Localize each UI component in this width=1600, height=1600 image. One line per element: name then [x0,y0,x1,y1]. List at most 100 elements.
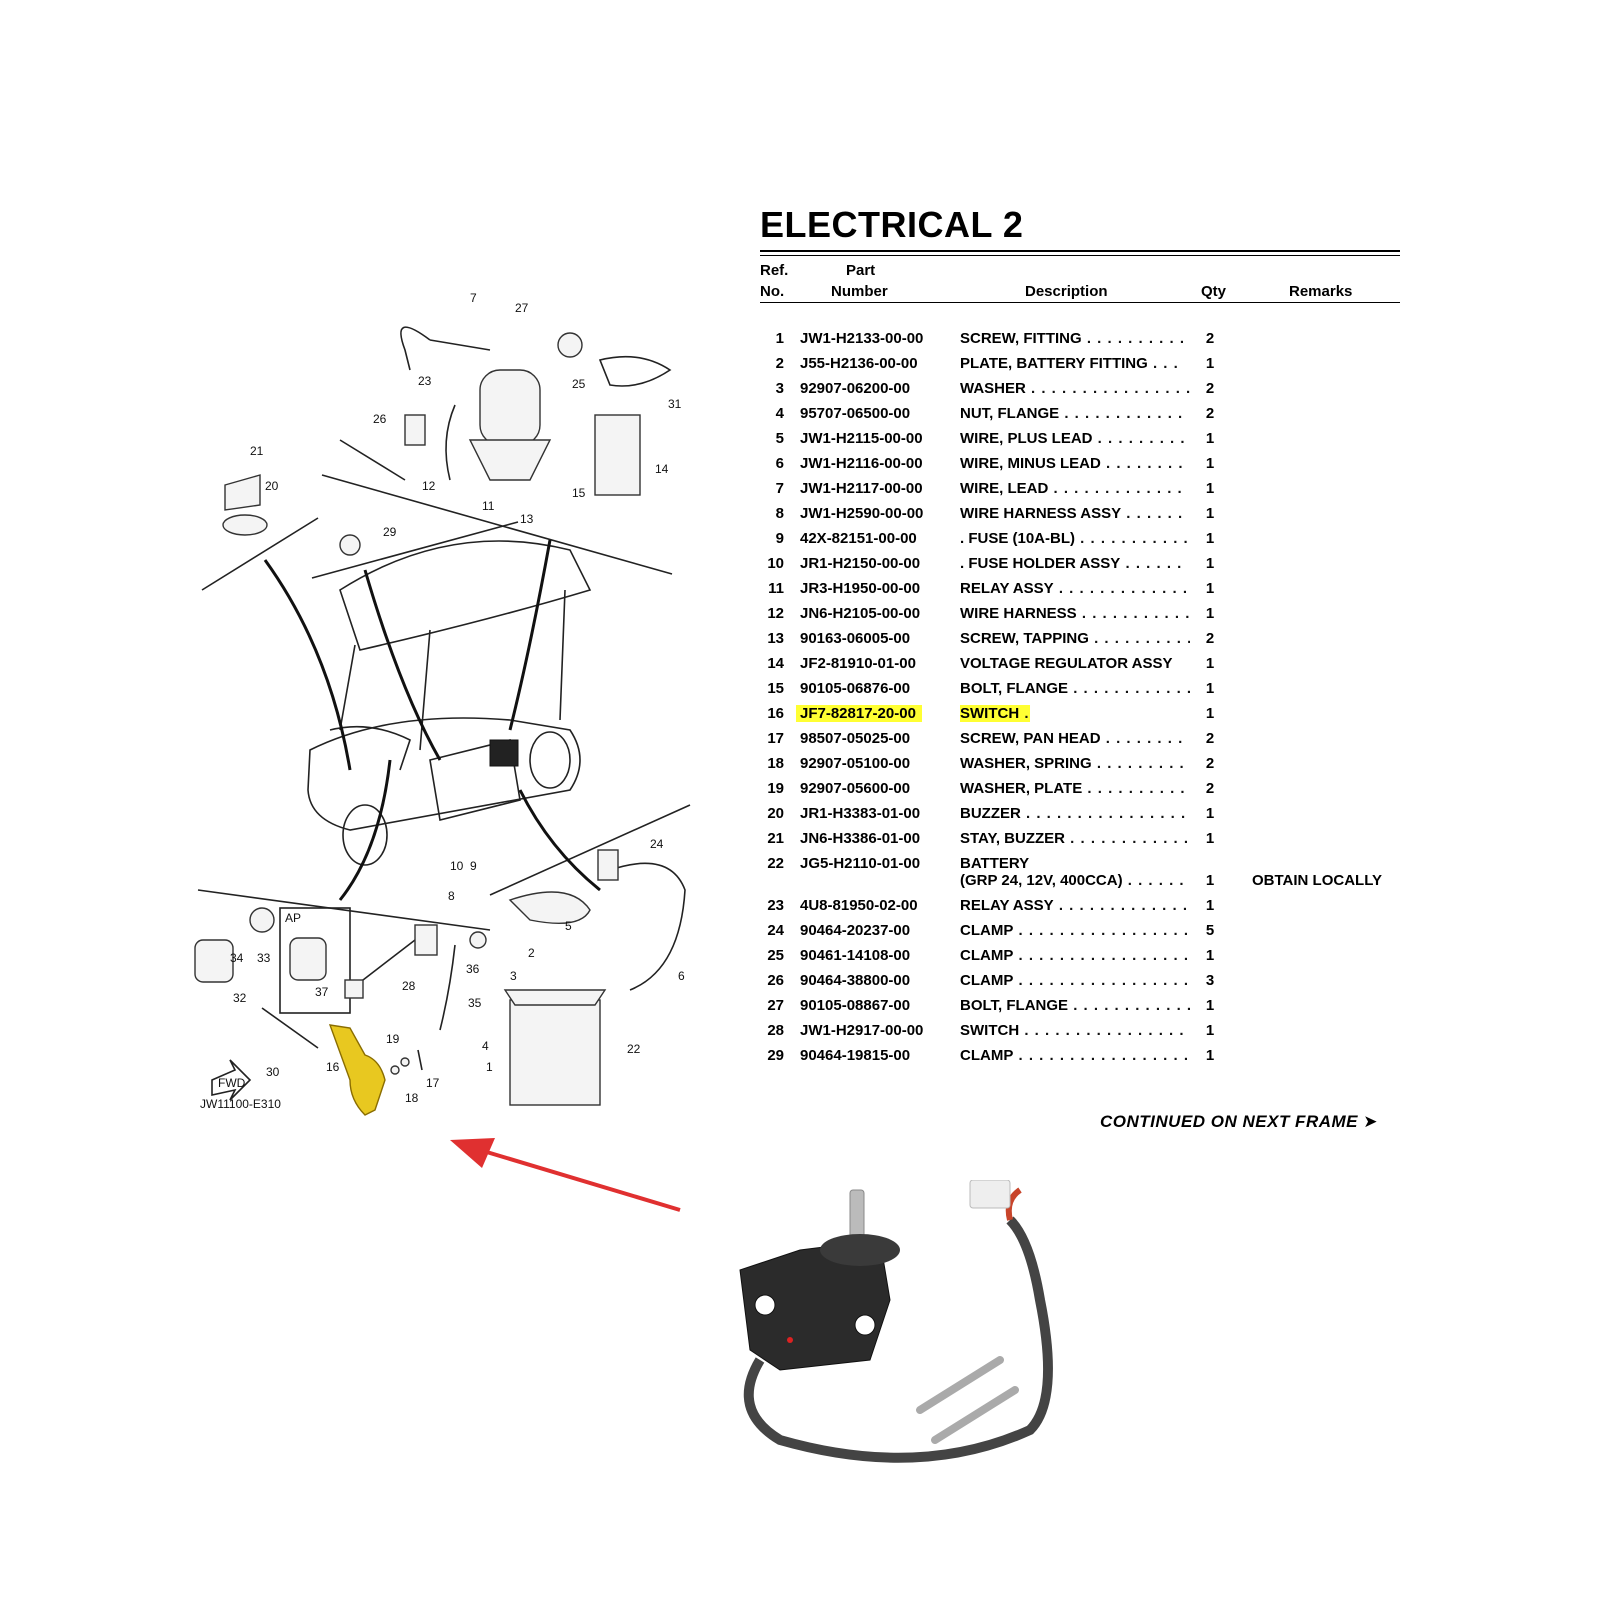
ref-number: 27 [767,997,784,1014]
ref-number: 20 [767,805,784,822]
svg-text:22: 22 [627,1042,641,1056]
clamp-26 [339,439,406,481]
ref-number: 28 [767,1022,784,1039]
part-number: 90464-20237-00 [800,922,911,939]
svg-text:24: 24 [650,837,664,851]
svg-text:34: 34 [230,951,244,965]
ref-number: 26 [767,972,784,989]
quantity: 1 [1205,555,1215,572]
svg-text:17: 17 [426,1076,440,1090]
leader-dots: . . . . . . . . . . . . . . . . . . [1013,947,1190,964]
clamp-36 [469,931,487,949]
leader-dots: . . . . . . . . . . . . . . . . . . [1013,972,1190,989]
quantity: 1 [1205,1022,1215,1039]
stay-buzzer-21 [224,474,261,511]
description: SWITCH . . . . . . . . . . . . . . . . .… [960,705,1030,722]
part-number: JW1-H2115-00-00 [800,430,923,447]
wire-lead-7 [400,326,491,371]
svg-text:8: 8 [448,889,455,903]
leader-line-1 [263,559,352,771]
description-text: SCREW, PAN HEAD [960,730,1101,747]
svg-text:9: 9 [470,859,477,873]
ref-number: 13 [767,630,784,647]
buzzer-20 [222,514,268,536]
leader-dots: . . . . . . . . . . . [1076,605,1190,622]
description: WIRE HARNESS . . . . . . . . . . . [960,605,1190,622]
quantity: 1 [1205,605,1215,622]
ref-number: 1 [775,330,784,347]
svg-text:25: 25 [572,377,586,391]
part-number: 92907-06200-00 [800,380,911,397]
part-number: JG5-H2110-01-00 [800,855,921,872]
description: SCREW, FITTING . . . . . . . . . . . [960,330,1190,347]
connector-icon [969,1180,1011,1209]
quantity: 1 [1205,480,1215,497]
part-number: JW1-H2117-00-00 [800,480,923,497]
header-part-line2: Number [831,283,888,300]
svg-text:27: 27 [515,301,529,315]
wire-plus-5 [508,891,591,925]
description-text: . FUSE HOLDER ASSY [960,555,1121,572]
quantity: 2 [1205,730,1215,747]
svg-text:2: 2 [528,946,535,960]
battery-22 [509,999,601,1106]
svg-text:30: 30 [266,1065,280,1079]
part-number: 98507-05025-00 [800,730,911,747]
description-text: RELAY ASSY [960,897,1054,914]
description: WASHER . . . . . . . . . . . . . . . . . [960,380,1190,397]
description: RELAY ASSY . . . . . . . . . . . . . . [960,580,1190,597]
svg-text:33: 33 [257,951,271,965]
svg-text:19: 19 [386,1032,400,1046]
clamp-25 [557,332,583,358]
leader-dots: . . . . . . . . . . . . . . . . . . [1013,1047,1190,1064]
description: WASHER, SPRING . . . . . . . . . . [960,755,1190,772]
leader-dots: . . . . . . . . . . . . . . . . . [1025,380,1190,397]
description-text: BATTERY [960,855,1030,872]
clamp-29 [339,534,361,556]
description: CLAMP . . . . . . . . . . . . . . . . . … [960,922,1190,939]
connector-28 [414,924,438,956]
part-number: J55-H2136-00-00 [800,355,918,372]
part-number: JW1-H2116-00-00 [800,455,923,472]
svg-text:12: 12 [422,479,436,493]
svg-text:37: 37 [315,985,329,999]
leader-dots: . . . . . . . . . . . . . . . . . . [1013,922,1190,939]
quantity: 1 [1205,997,1215,1014]
ref-number: 18 [767,755,784,772]
header-description: Description [1025,283,1108,300]
leader-line-4 [518,789,601,892]
description: BOLT, FLANGE . . . . . . . . . . . . [960,680,1190,697]
leader-line-3 [508,539,552,731]
ref-number: 2 [775,355,784,372]
ref-number: 3 [775,380,784,397]
description: WASHER, PLATE . . . . . . . . . . . [960,780,1190,797]
part-number: JW1-H2590-00-00 [800,505,924,522]
svg-text:AP: AP [285,911,301,925]
part-number: 4U8-81950-02-00 [800,897,918,914]
lower-parts-group: FWD [194,849,686,1116]
quantity: 1 [1205,430,1215,447]
header-remarks: Remarks [1289,283,1353,300]
description: VOLTAGE REGULATOR ASSY [960,655,1190,672]
header-ref-line2: No. [760,283,785,300]
ref-number: 29 [767,1047,784,1064]
title-rule-thin [760,255,1400,256]
part-number: 92907-05100-00 [800,755,911,772]
buzzer-relay-23 [404,414,426,446]
leader-dots: . . . . . . [1120,555,1183,572]
description-text: WIRE, MINUS LEAD [960,455,1101,472]
leader-dots: . . . [1147,355,1179,372]
description-text: WIRE, PLUS LEAD [960,430,1093,447]
ref-number: 19 [767,780,784,797]
description: SWITCH . . . . . . . . . . . . . . . . .… [960,1022,1190,1039]
